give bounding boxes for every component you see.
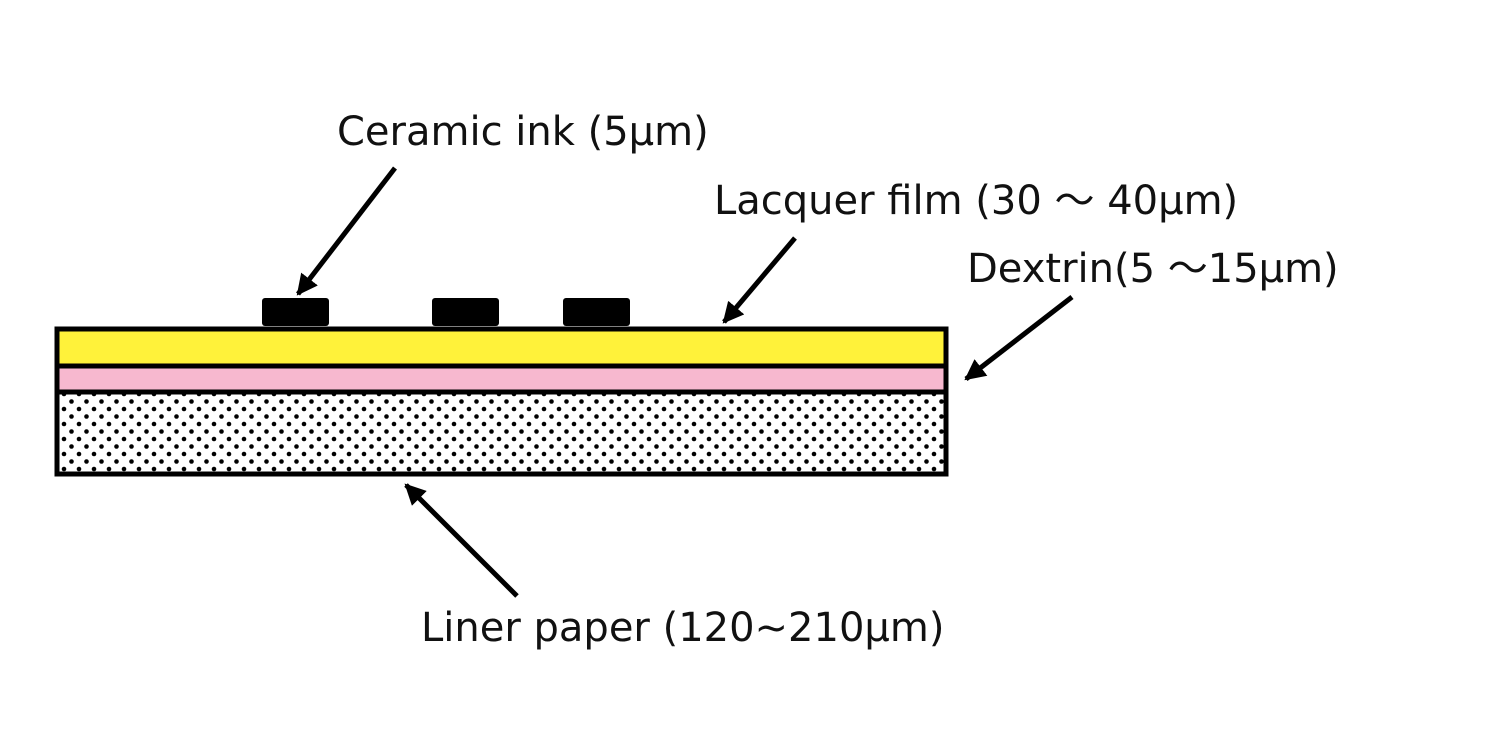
- ceramic-ink-label: Ceramic ink (5μm): [337, 109, 709, 155]
- dextrin-label: Dextrin(5 ～15μm): [967, 246, 1339, 292]
- lacquer-film-label: Lacquer film (30 ～ 40μm): [714, 178, 1238, 224]
- ceramic-ink-block: [262, 298, 329, 326]
- ceramic-ink-arrow: [296, 166, 397, 296]
- lacquer-film-layer: [54, 326, 949, 369]
- liner-paper-arrow: [404, 483, 519, 598]
- ceramic-ink-block: [563, 298, 630, 326]
- lacquer-film-arrow: [722, 236, 797, 324]
- liner-paper-label: Liner paper (120~210μm): [421, 605, 944, 651]
- liner-paper-layer: [54, 389, 949, 477]
- ceramic-ink-block: [432, 298, 499, 326]
- dextrin-arrow: [964, 295, 1074, 381]
- dextrin-layer: [54, 363, 949, 395]
